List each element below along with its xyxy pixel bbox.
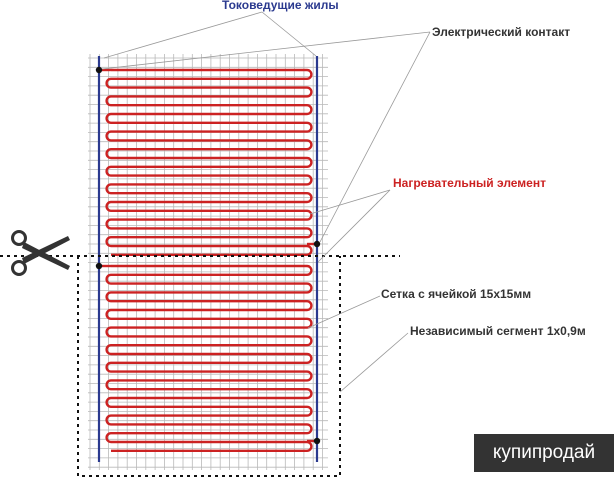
- pointer-conductors-left: [103, 11, 263, 59]
- heating-element-label: Нагревательный элемент: [393, 176, 546, 190]
- pointer-heating-2: [317, 189, 391, 263]
- contact-dot: [95, 262, 103, 270]
- conductors-label: Токоведущие жилы: [222, 0, 339, 12]
- contact-points: [95, 66, 321, 445]
- contact-dot: [313, 437, 321, 445]
- conductor-wires: [97, 56, 319, 462]
- heating-element-coils: [99, 68, 317, 452]
- heating-coil-lower: [105, 264, 313, 452]
- watermark-badge: купипродай: [474, 434, 614, 472]
- pointer-segment: [339, 332, 409, 393]
- scissors-icon: [11, 230, 70, 276]
- mesh-label: Сетка с ячейкой 15х15мм: [381, 287, 532, 301]
- pointer-heating-1: [309, 189, 391, 215]
- segment-label: Независимый сегмент 1х0,9м: [410, 324, 586, 338]
- contact-dot: [313, 240, 321, 248]
- cut-lines: [0, 255, 400, 477]
- pointer-conductors-right: [261, 11, 317, 57]
- segment-outline: [77, 256, 341, 477]
- contact-label: Электрический контакт: [432, 25, 571, 39]
- heating-coil-upper: [105, 68, 313, 256]
- pointer-contact-mid: [319, 31, 431, 243]
- pointer-mesh: [307, 295, 381, 329]
- pointer-contact-top: [101, 31, 431, 70]
- callout-pointer-lines: [101, 11, 431, 393]
- contact-dot: [95, 66, 103, 74]
